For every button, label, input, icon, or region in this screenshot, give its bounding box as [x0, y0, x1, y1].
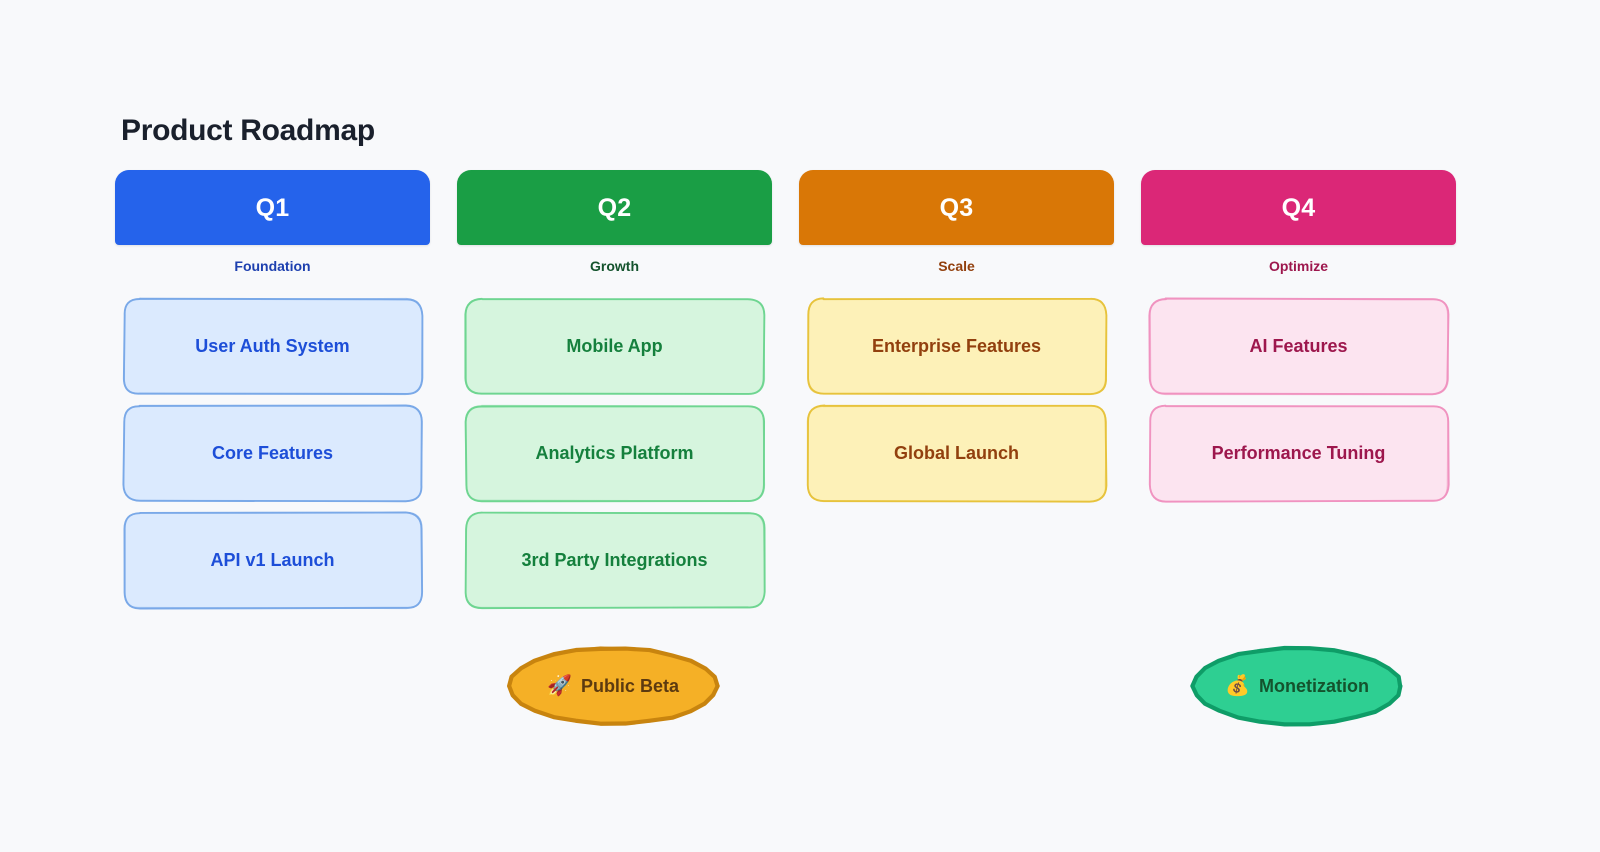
task-card[interactable]: Core Features — [123, 406, 423, 501]
task-card-list-q4: AI Features Performance Tuning — [1141, 299, 1456, 501]
task-card[interactable]: User Auth System — [123, 299, 423, 394]
badge-label: Monetization — [1259, 675, 1369, 698]
task-card[interactable]: API v1 Launch — [123, 513, 423, 608]
quarter-subtitle-q1: Foundation — [234, 257, 310, 275]
money-bag-icon: 💰 — [1225, 675, 1250, 697]
quarter-subtitle-q4: Optimize — [1269, 257, 1328, 275]
quarter-header-q3[interactable]: Q3 — [799, 170, 1114, 245]
task-card-list-q3: Enterprise Features Global Launch — [799, 299, 1114, 501]
task-card[interactable]: 3rd Party Integrations — [465, 513, 765, 608]
quarter-label-q2: Q2 — [598, 193, 632, 223]
task-card-label: Enterprise Features — [858, 335, 1055, 358]
task-card[interactable]: Mobile App — [465, 299, 765, 394]
quarter-column-q2: Q2 Growth Mobile App Analytics Platform … — [457, 170, 772, 608]
task-card[interactable]: Performance Tuning — [1149, 406, 1449, 501]
quarter-column-q4: Q4 Optimize AI Features Performance Tuni… — [1141, 170, 1456, 608]
quarter-column-q3: Q3 Scale Enterprise Features Global Laun… — [799, 170, 1114, 608]
quarter-label-q4: Q4 — [1282, 193, 1316, 223]
task-card-label: Global Launch — [880, 442, 1033, 465]
task-card-label: API v1 Launch — [196, 549, 348, 572]
task-card-label: Mobile App — [552, 335, 676, 358]
milestone-badge-monetization[interactable]: 💰 Monetization — [1192, 649, 1402, 723]
quarter-subtitle-q2: Growth — [590, 257, 639, 275]
quarter-label-q3: Q3 — [940, 193, 974, 223]
task-card-label: Performance Tuning — [1198, 442, 1400, 465]
task-card-label: Analytics Platform — [521, 442, 707, 465]
milestone-badge-public-beta[interactable]: 🚀 Public Beta — [508, 649, 718, 723]
quarter-label-q1: Q1 — [256, 193, 290, 223]
task-card-label: 3rd Party Integrations — [507, 549, 721, 572]
task-card[interactable]: Enterprise Features — [807, 299, 1107, 394]
task-card-label: Core Features — [198, 442, 347, 465]
task-card-list-q2: Mobile App Analytics Platform 3rd Party … — [457, 299, 772, 608]
task-card[interactable]: Global Launch — [807, 406, 1107, 501]
badge-content: 🚀 Public Beta — [547, 675, 679, 698]
quarter-column-q1: Q1 Foundation User Auth System Core Feat… — [115, 170, 430, 608]
rocket-icon: 🚀 — [547, 675, 572, 697]
task-card-label: User Auth System — [181, 335, 363, 358]
badge-content: 💰 Monetization — [1225, 675, 1369, 698]
badge-label: Public Beta — [581, 675, 679, 698]
quarter-header-q1[interactable]: Q1 — [115, 170, 430, 245]
quarter-subtitle-q3: Scale — [938, 257, 975, 275]
quarter-columns: Q1 Foundation User Auth System Core Feat… — [115, 170, 1455, 608]
page-title: Product Roadmap — [121, 112, 375, 150]
task-card[interactable]: Analytics Platform — [465, 406, 765, 501]
task-card-list-q1: User Auth System Core Features API v1 La… — [115, 299, 430, 608]
task-card[interactable]: AI Features — [1149, 299, 1449, 394]
quarter-header-q4[interactable]: Q4 — [1141, 170, 1456, 245]
quarter-header-q2[interactable]: Q2 — [457, 170, 772, 245]
task-card-label: AI Features — [1235, 335, 1361, 358]
